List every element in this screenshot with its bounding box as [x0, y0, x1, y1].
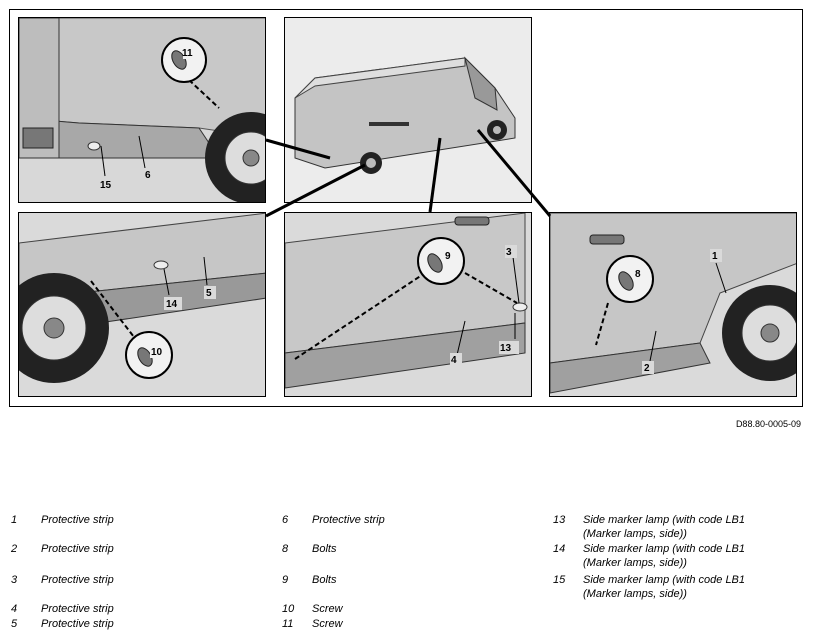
legend-description: Screw — [312, 618, 343, 630]
callout-5: 5 — [206, 288, 212, 299]
panel-door-sill-drawing: 9 3 13 4 — [285, 213, 531, 396]
legend-description-line2: (Marker lamps, side)) — [583, 528, 687, 540]
panel-front-arch: 14 5 10 — [18, 212, 266, 397]
legend-number: 14 — [553, 543, 566, 555]
legend-description: Bolts — [312, 543, 337, 555]
callout-10: 10 — [151, 347, 163, 358]
panel-rear-arch: 8 1 2 — [549, 212, 797, 397]
callout-13: 13 — [500, 343, 512, 354]
legend-description: Protective strip — [41, 618, 114, 630]
callout-15: 15 — [100, 180, 112, 191]
panel-rear-quarter: 11 15 6 — [18, 17, 266, 203]
legend-description: Side marker lamp (with code LB1 — [583, 514, 746, 526]
legend-description-line2: (Marker lamps, side)) — [583, 588, 687, 600]
callout-9: 9 — [445, 251, 451, 262]
callout-1: 1 — [712, 251, 718, 262]
legend-number: 10 — [282, 603, 295, 615]
panel-van-overview-drawing — [285, 18, 531, 202]
legend-number: 11 — [282, 618, 294, 630]
panel-rear-arch-drawing: 8 1 2 — [550, 213, 796, 396]
legend-description: Protective strip — [312, 514, 385, 526]
legend-description: Screw — [312, 603, 343, 615]
panel-van-overview — [284, 17, 532, 203]
legend-description-line2: (Marker lamps, side)) — [583, 557, 687, 569]
callout-14: 14 — [166, 299, 178, 310]
legend-number: 9 — [282, 574, 289, 586]
legend-description: Protective strip — [41, 574, 114, 586]
legend-number: 3 — [11, 574, 18, 586]
callout-11: 11 — [182, 48, 193, 59]
legend-number: 4 — [11, 603, 18, 615]
legend-number: 6 — [282, 514, 289, 526]
legend-description: Bolts — [312, 574, 337, 586]
panel-door-sill: 9 3 13 4 — [284, 212, 532, 397]
legend-description: Side marker lamp (with code LB1 — [583, 574, 746, 586]
legend-number: 1 — [11, 514, 18, 526]
legend-number: 13 — [553, 514, 566, 526]
callout-8: 8 — [635, 269, 641, 280]
legend-description: Protective strip — [41, 543, 114, 555]
callout-3: 3 — [506, 247, 512, 258]
legend-number: 15 — [553, 574, 566, 586]
legend-number: 8 — [282, 543, 289, 555]
figure-id: D88.80-0005-09 — [735, 419, 801, 429]
callout-6: 6 — [145, 170, 151, 181]
legend-number: 5 — [11, 618, 18, 630]
panel-rear-quarter-drawing: 11 15 6 — [19, 18, 265, 202]
legend-number: 2 — [11, 543, 18, 555]
panel-front-arch-drawing: 14 5 10 — [19, 213, 265, 396]
callout-4: 4 — [451, 355, 457, 366]
callout-2: 2 — [644, 363, 650, 374]
legend-description: Protective strip — [41, 514, 114, 526]
legend-description: Protective strip — [41, 603, 114, 615]
legend-description: Side marker lamp (with code LB1 — [583, 543, 746, 555]
